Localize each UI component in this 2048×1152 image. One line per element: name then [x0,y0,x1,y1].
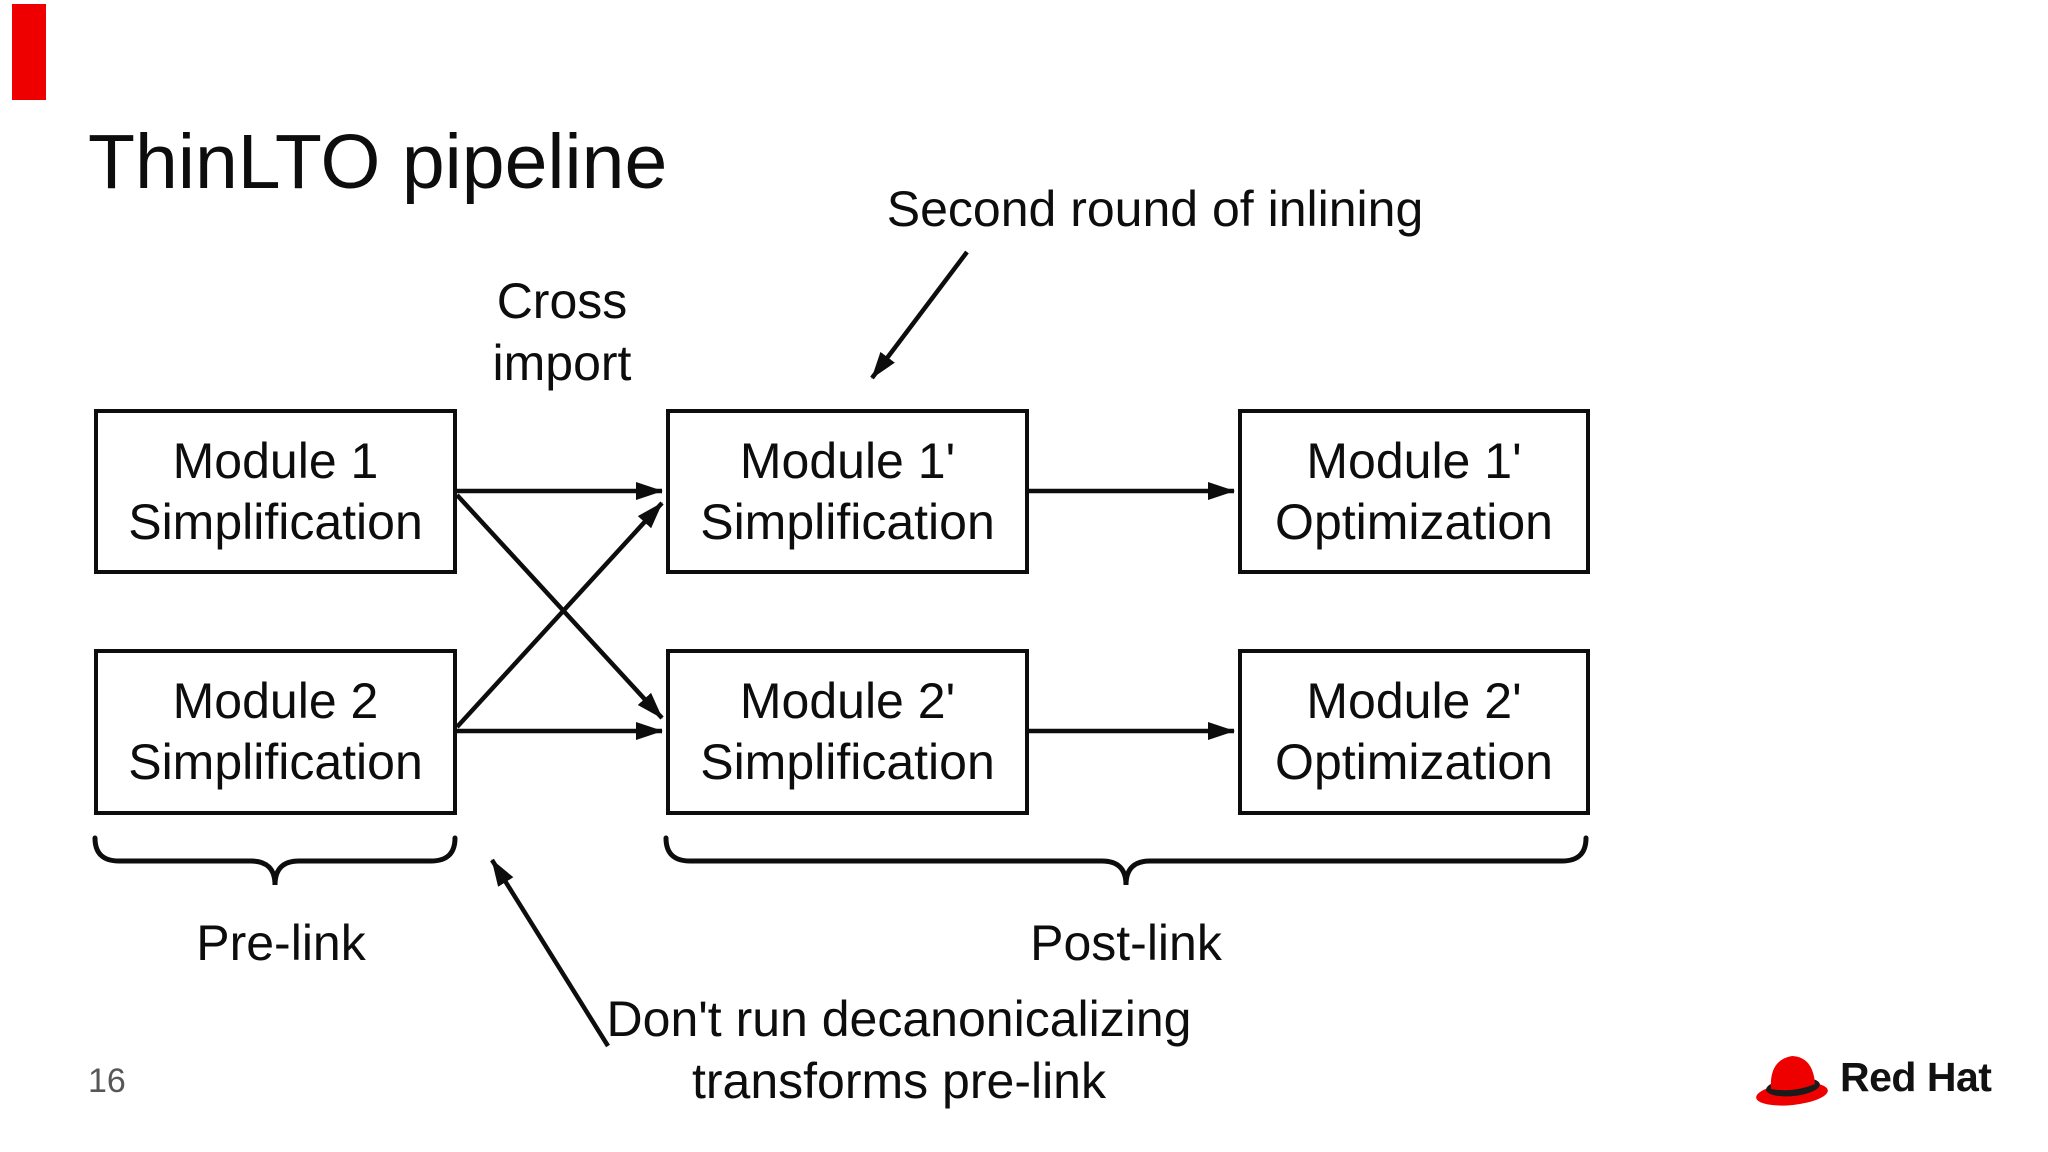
box-module1-simplification-line2: Simplification [128,493,423,550]
box-module1p-simplification-line2: Simplification [700,493,995,550]
slide-title: ThinLTO pipeline [88,119,668,205]
brace-pre-link [92,835,458,886]
annotation-cross-import-line1: Cross [496,273,628,329]
annotation-cross-import: Cross import [412,270,712,394]
brace-post-link [663,835,1589,886]
label-post-link: Post-link [1030,915,1222,971]
box-module2p-simplification: Module 2' Simplification [666,649,1029,815]
annotation-second-round-inlining: Second round of inlining [886,181,1424,237]
arrow-m1-to-m2p [455,493,664,720]
box-module2p-simplification-line2: Simplification [700,734,995,790]
label-pre-link: Pre-link [196,915,366,971]
annotation-cross-import-line2: import [492,335,632,391]
redhat-hat-icon [1756,1056,1828,1106]
page-number: 16 [88,1062,126,1100]
box-module2p-simplification-line1: Module 2' [739,673,956,729]
red-accent-bar [12,4,46,100]
box-module1-simplification: Module 1 Simplification [94,409,457,574]
box-module1p-simplification: Module 1' Simplification [666,409,1029,574]
box-module1-simplification-line1: Module 1 [172,432,379,489]
annotation-dont-run-line1: Don't run decanonicalizing [606,991,1192,1047]
annotation-dont-run-line2: transforms pre-link [692,1053,1106,1109]
box-module2-simplification: Module 2 Simplification [94,649,457,815]
box-module1p-optimization: Module 1' Optimization [1238,409,1590,574]
redhat-wordmark: Red Hat [1840,1053,1992,1100]
box-module2p-optimization: Module 2' Optimization [1238,649,1590,815]
box-module2-simplification-line2: Simplification [128,734,423,790]
annotation-dont-run: Don't run decanonicalizing transforms pr… [549,988,1249,1112]
redhat-logo: Red Hat [1754,1046,1994,1108]
box-module1p-optimization-line1: Module 1' [1306,432,1522,489]
arrow-second-round-inlining [870,250,969,380]
box-module2-simplification-line1: Module 2 [172,673,379,729]
box-module2p-optimization-line1: Module 2' [1306,673,1522,729]
box-module1p-simplification-line1: Module 1' [739,432,956,489]
arrow-m2-to-m1p [455,501,664,729]
box-module1p-optimization-line2: Optimization [1275,493,1553,550]
box-module2p-optimization-line2: Optimization [1275,734,1553,790]
